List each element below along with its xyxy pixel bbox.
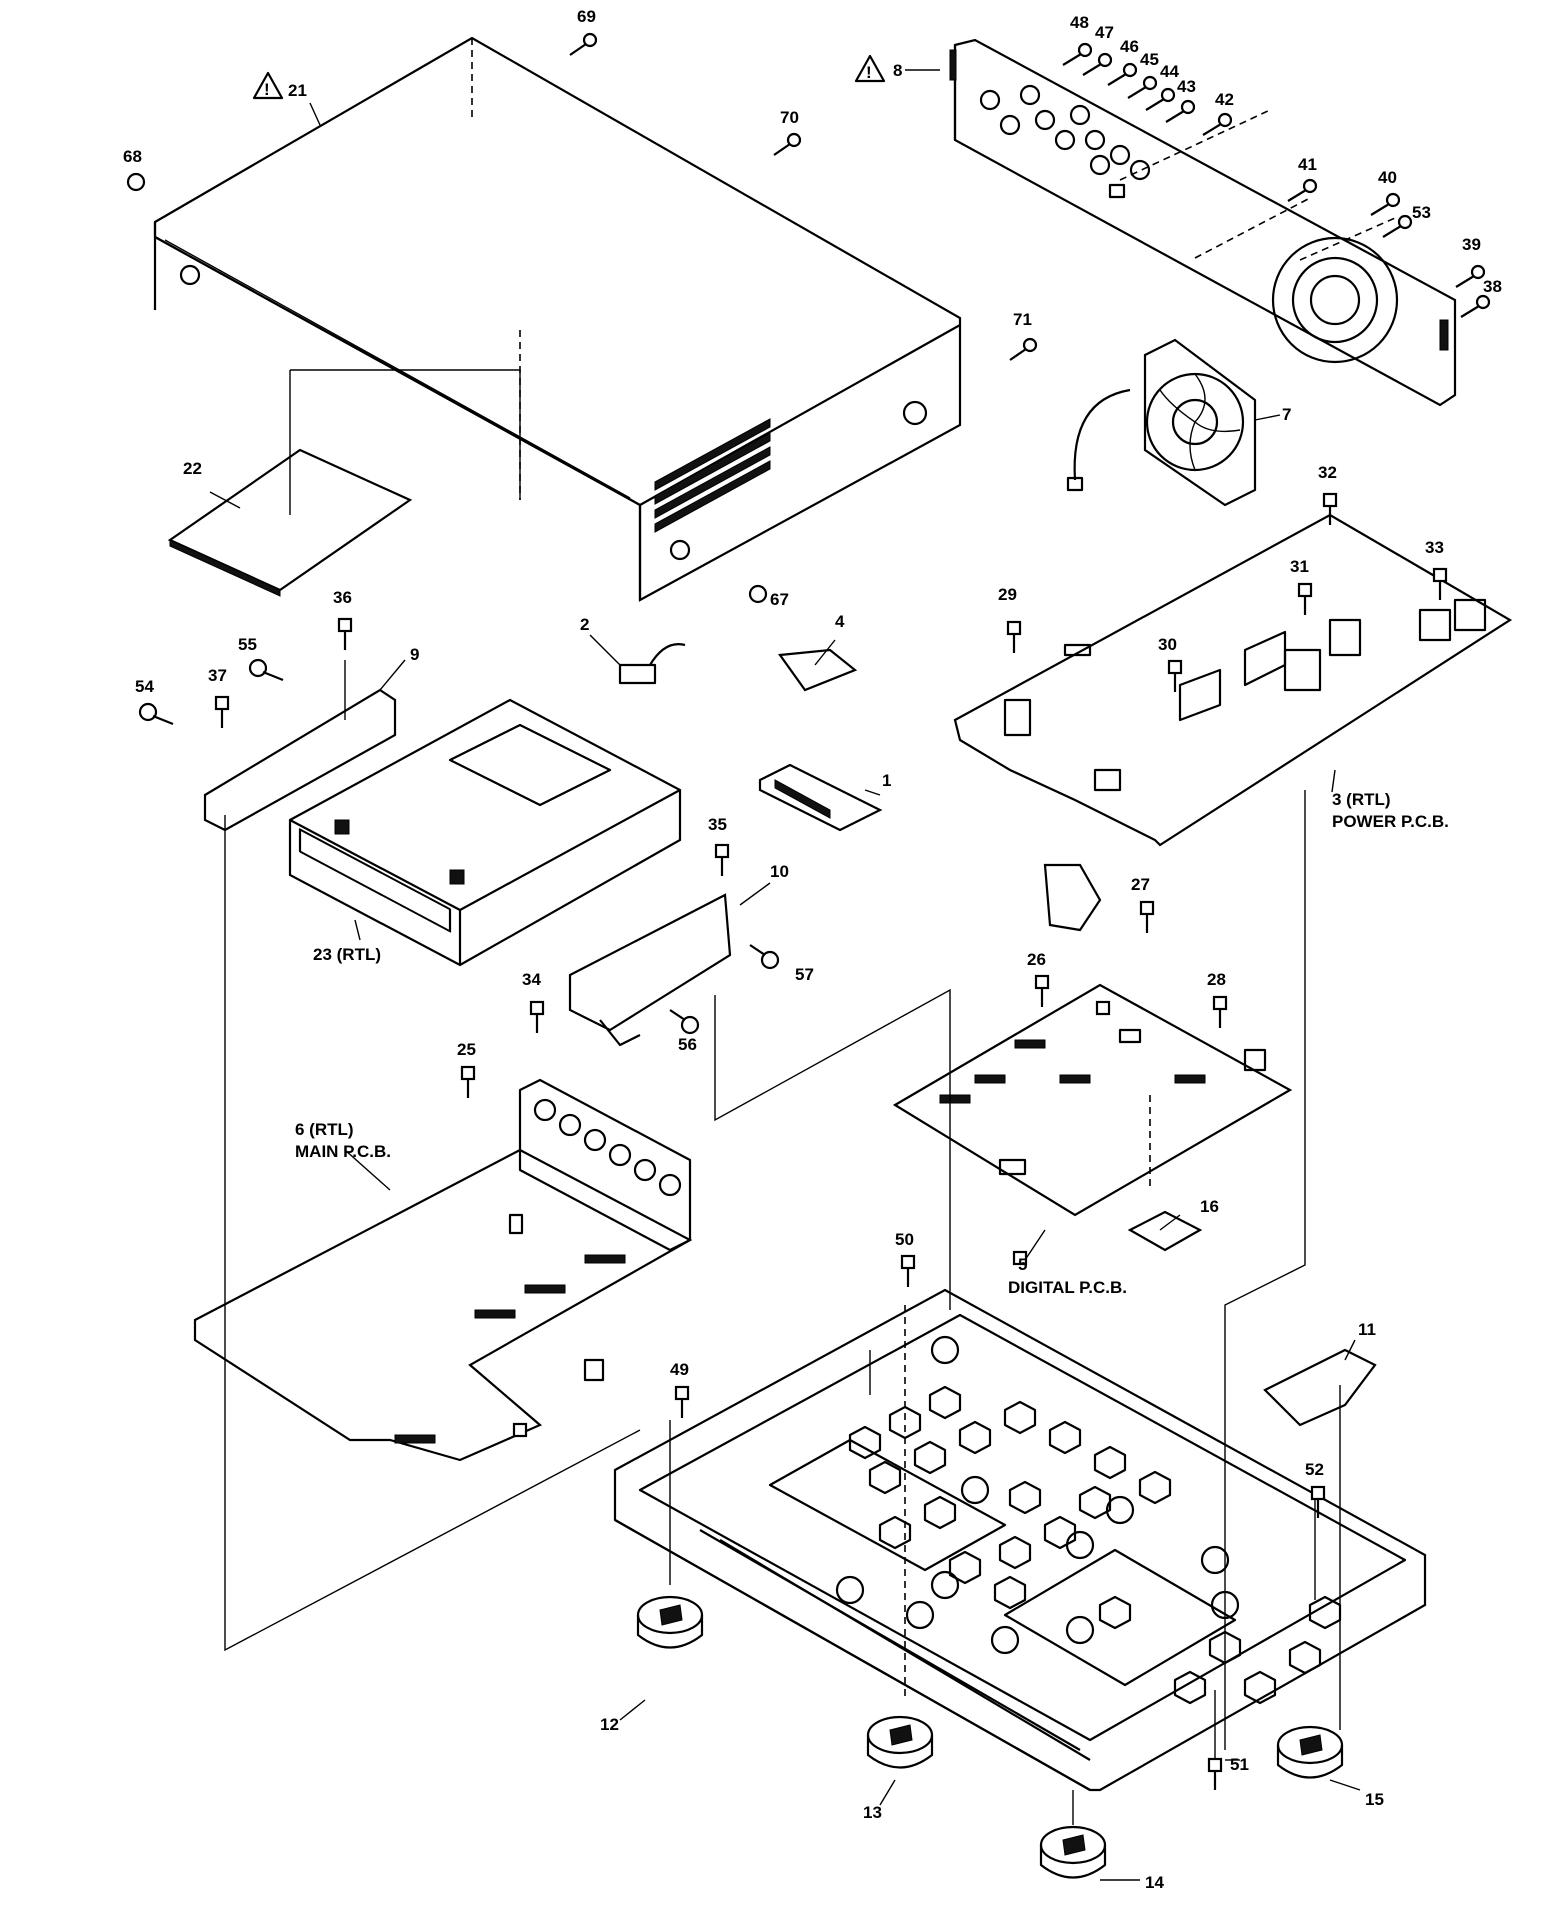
label-part-7: 7 — [1282, 405, 1291, 424]
foot-15 — [1276, 1725, 1344, 1779]
chassis-hex-holes — [848, 1385, 1342, 1705]
cooling-fan — [1066, 338, 1257, 507]
svg-text:!: ! — [264, 80, 270, 99]
label-part-33: 33 — [1425, 538, 1444, 557]
label-part-5: 5 — [1018, 1255, 1027, 1274]
label-part-15: 15 — [1365, 1790, 1384, 1809]
main-pcb — [193, 1078, 693, 1462]
label-part-54: 54 — [135, 677, 154, 696]
label-part-31: 31 — [1290, 557, 1309, 576]
foot-14 — [1039, 1825, 1107, 1879]
insulation-sheet — [167, 369, 521, 597]
label-part-32: 32 — [1318, 463, 1337, 482]
dvd-drive — [288, 698, 682, 967]
label-part-14: 14 — [1145, 1873, 1164, 1892]
label-part-12: 12 — [600, 1715, 619, 1734]
label-part-51: 51 — [1230, 1755, 1249, 1774]
label-part-8: 8 — [893, 61, 902, 80]
label-part-69: 69 — [577, 7, 596, 26]
label-part-28: 28 — [1207, 970, 1226, 989]
main-pcb-jack-panel — [518, 1078, 692, 1252]
warning-triangle-icon: ! — [252, 71, 284, 100]
leader-lines — [209, 69, 1361, 1881]
label-part-47: 47 — [1095, 23, 1114, 42]
label-digital-pcb: DIGITAL P.C.B. — [1008, 1278, 1127, 1297]
label-part-52: 52 — [1305, 1460, 1324, 1479]
label-main-pcb: MAIN P.C.B. — [295, 1142, 391, 1161]
label-part-9: 9 — [410, 645, 419, 664]
flat-cable-upper — [778, 648, 858, 692]
label-part-45: 45 — [1140, 50, 1159, 69]
cover-vent-slots — [654, 418, 771, 533]
top-cover — [153, 36, 962, 602]
rear-panel — [949, 38, 1457, 407]
label-part-3: 3 (RTL) — [1332, 790, 1391, 809]
chassis-base — [613, 1288, 1427, 1792]
label-part-42: 42 — [1215, 90, 1234, 109]
label-part-30: 30 — [1158, 635, 1177, 654]
label-part-41: 41 — [1298, 155, 1317, 174]
label-part-53: 53 — [1412, 203, 1431, 222]
label-part-37: 37 — [208, 666, 227, 685]
screws — [126, 32, 1491, 1790]
label-part-38: 38 — [1483, 277, 1502, 296]
label-part-2: 2 — [580, 615, 589, 634]
label-power-pcb: POWER P.C.B. — [1332, 812, 1449, 831]
drive-power-cable — [618, 643, 686, 685]
label-part-67: 67 — [770, 590, 789, 609]
label-part-29: 29 — [998, 585, 1017, 604]
label-part-36: 36 — [333, 588, 352, 607]
warning-triangle-icon: ! — [854, 54, 886, 83]
label-part-43: 43 — [1177, 77, 1196, 96]
label-part-23: 23 (RTL) — [313, 945, 381, 964]
rear-panel-jacks — [949, 49, 1449, 351]
thermal-pad — [1127, 1210, 1203, 1252]
label-part-11: 11 — [1358, 1320, 1376, 1339]
label-part-27: 27 — [1131, 875, 1150, 894]
label-part-25: 25 — [457, 1040, 476, 1059]
power-pcb — [953, 513, 1513, 847]
label-part-55: 55 — [238, 635, 257, 654]
label-part-71: 71 — [1013, 310, 1032, 329]
label-part-46: 46 — [1120, 37, 1139, 56]
label-part-16: 16 — [1200, 1197, 1219, 1216]
digital-pcb — [892, 863, 1293, 1217]
foot-13 — [866, 1715, 934, 1769]
label-part-57: 57 — [795, 965, 814, 984]
part-labels: 1 2 3 (RTL) POWER P.C.B. 4 5 DIGITAL P.C… — [123, 7, 1502, 1892]
label-part-49: 49 — [670, 1360, 689, 1379]
label-part-50: 50 — [895, 1230, 914, 1249]
label-sheet — [1263, 1348, 1377, 1427]
label-part-10: 10 — [770, 862, 789, 881]
label-part-56: 56 — [678, 1035, 697, 1054]
drive-connector — [758, 763, 883, 832]
label-part-35: 35 — [708, 815, 727, 834]
label-part-1: 1 — [882, 771, 891, 790]
label-part-26: 26 — [1027, 950, 1046, 969]
drive-bracket-right — [568, 893, 732, 1047]
label-part-48: 48 — [1070, 13, 1089, 32]
foot-12 — [636, 1595, 704, 1649]
label-part-4: 4 — [835, 612, 845, 631]
label-part-22: 22 — [183, 459, 202, 478]
svg-text:!: ! — [866, 63, 872, 82]
label-part-40: 40 — [1378, 168, 1397, 187]
label-part-39: 39 — [1462, 235, 1481, 254]
label-part-34: 34 — [522, 970, 541, 989]
label-part-21: 21 — [288, 81, 307, 100]
label-part-70: 70 — [780, 108, 799, 127]
assembly-lines — [224, 790, 1341, 1825]
label-part-68: 68 — [123, 147, 142, 166]
label-part-13: 13 — [863, 1803, 882, 1822]
label-part-6: 6 (RTL) — [295, 1120, 354, 1139]
label-part-44: 44 — [1160, 62, 1179, 81]
